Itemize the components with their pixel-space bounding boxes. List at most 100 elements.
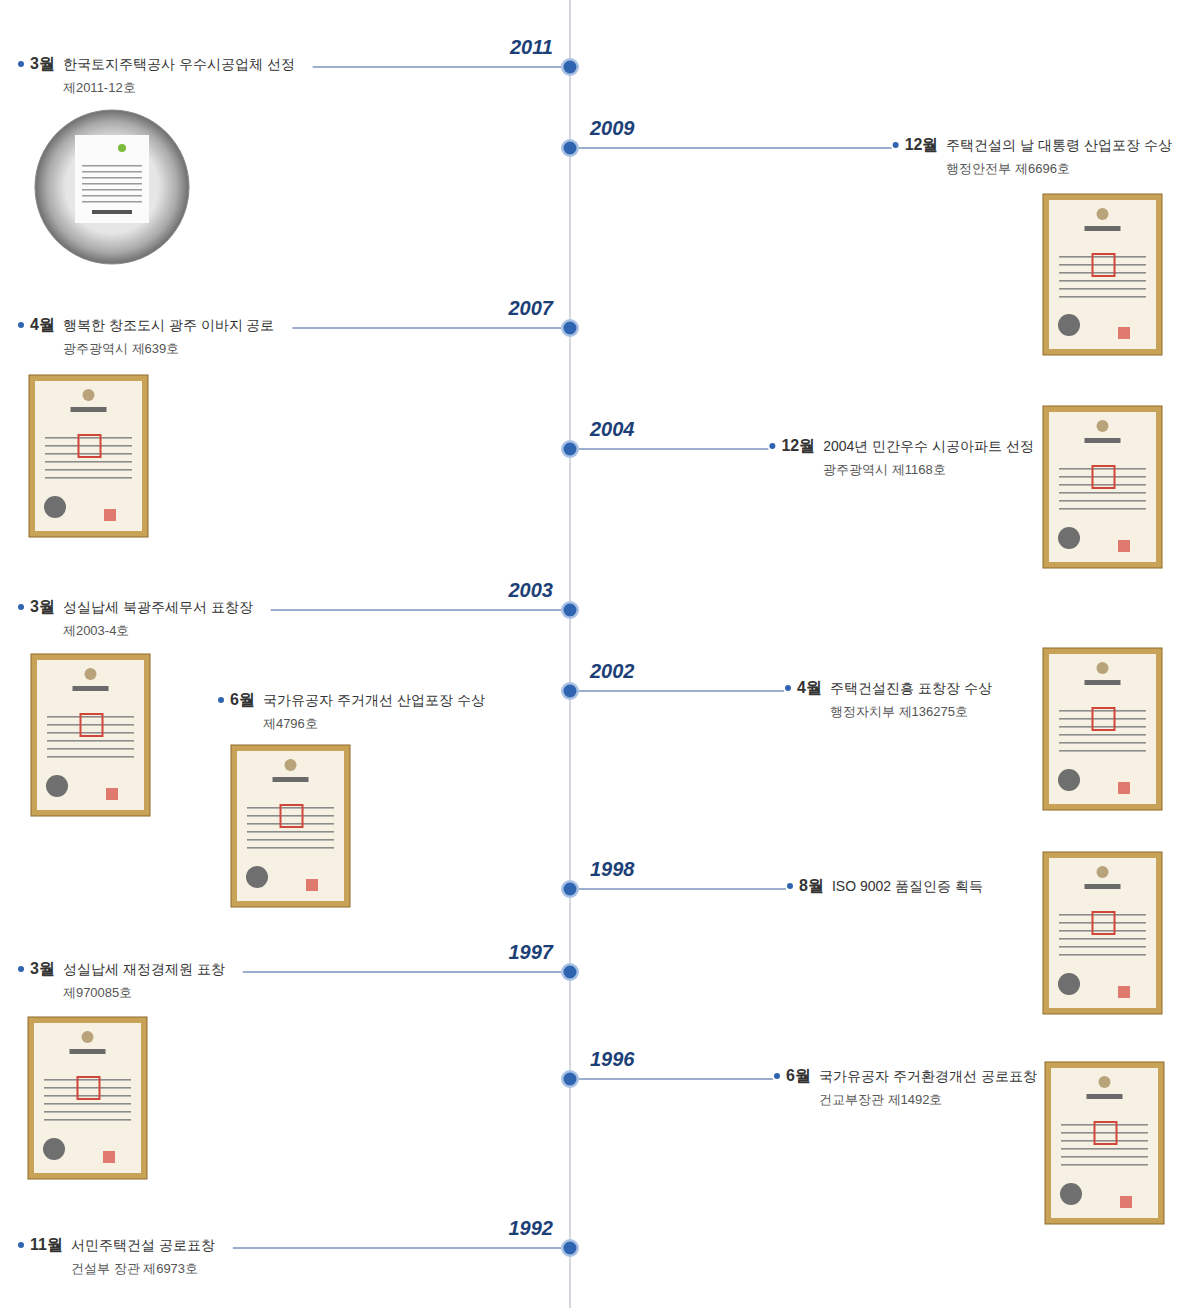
plaque-logo <box>118 144 126 152</box>
dot-core <box>564 443 577 456</box>
leader-line <box>243 972 562 973</box>
certificate-text-line <box>1059 272 1146 274</box>
certificate-emblem <box>85 668 97 680</box>
certificate-text-line <box>247 831 334 833</box>
certificate-text-line <box>247 823 334 825</box>
certificate-text-line <box>44 1111 131 1113</box>
certificate-text-line <box>1059 726 1146 728</box>
certificate-text-line <box>1059 500 1146 502</box>
certificate-text-line <box>47 724 134 726</box>
bullet-dot <box>18 61 24 67</box>
certificate-stamp <box>78 1077 100 1099</box>
certificate-image <box>231 745 350 907</box>
certificate-paper <box>34 1023 141 1173</box>
certificate-text-line <box>44 1079 131 1081</box>
award-number: 광주광역시 제639호 <box>63 341 179 357</box>
award-title: 국가유공자 주거환경개선 공로표창 <box>819 1068 1037 1085</box>
certificate-heading <box>1085 884 1121 889</box>
certificate-signature-stamp <box>1118 540 1130 552</box>
timeline-dot <box>561 682 579 700</box>
plaque-text-line <box>82 177 142 179</box>
award-title: 한국토지주택공사 우수시공업체 선정 <box>63 56 295 73</box>
certificate-text-line <box>44 1087 131 1089</box>
certificate-image <box>28 1017 147 1179</box>
certificate-emblem <box>83 389 95 401</box>
year-label: 1996 <box>590 1047 635 1071</box>
certificate-image <box>1043 852 1162 1014</box>
certificate-text-line <box>1059 710 1146 712</box>
plaque-text-line <box>82 189 142 191</box>
year-label: 2007 <box>509 296 554 320</box>
timeline-dot <box>561 139 579 157</box>
certificate-emblem <box>1097 208 1109 220</box>
award-number: 제2003-4호 <box>63 623 129 639</box>
month-label: 8월 <box>799 876 824 895</box>
timeline-dot <box>561 1070 579 1088</box>
dot-core <box>564 966 577 979</box>
certificate-text-line <box>1059 930 1146 932</box>
timeline-dot <box>561 880 579 898</box>
certificate-text-line <box>1059 734 1146 736</box>
certificate-paper <box>37 660 144 810</box>
certificate-stamp <box>1093 708 1115 730</box>
certificate-paper <box>1049 654 1156 804</box>
certificate-text-line <box>1061 1164 1148 1166</box>
certificate-frame <box>31 654 150 816</box>
plaque-text-line <box>82 165 142 167</box>
month-label: 12월 <box>781 436 815 455</box>
certificate-text-line <box>1061 1156 1148 1158</box>
dot-core <box>564 322 577 335</box>
certificate-text-line <box>44 1119 131 1121</box>
certificate-text-line <box>44 1095 131 1097</box>
certificate-text-line <box>47 740 134 742</box>
certificate-text-line <box>1061 1140 1148 1142</box>
award-number: 행정자치부 제136275호 <box>830 704 968 720</box>
year-label: 2004 <box>590 417 635 441</box>
certificate-heading <box>1085 680 1121 685</box>
certificate-frame <box>1045 1062 1164 1224</box>
month-label: 3월 <box>30 597 55 616</box>
certificate-text-line <box>1059 750 1146 752</box>
plaque-face <box>75 135 149 223</box>
certificate-seal <box>1058 973 1080 995</box>
award-title: 국가유공자 주거개선 산업포장 수상 <box>263 692 485 709</box>
certificate-seal <box>1058 527 1080 549</box>
dot-core <box>564 883 577 896</box>
certificate-seal <box>46 775 68 797</box>
dot-ring <box>561 880 579 898</box>
certificate-image <box>1043 648 1162 810</box>
certificate-text-line <box>45 469 132 471</box>
certificate-seal <box>43 1138 65 1160</box>
certificate-frame <box>28 1017 147 1179</box>
certificate-text-line <box>1061 1124 1148 1126</box>
dot-ring <box>561 601 579 619</box>
plaque-text-line <box>82 201 142 203</box>
certificate-paper <box>1049 858 1156 1008</box>
certificate-paper <box>1051 1068 1158 1218</box>
certificate-signature-stamp <box>1118 327 1130 339</box>
certificate-text-line <box>1061 1132 1148 1134</box>
certificate-stamp <box>1093 466 1115 488</box>
certificate-emblem <box>1097 420 1109 432</box>
month-label: 3월 <box>30 54 55 73</box>
certificate-heading <box>1085 226 1121 231</box>
certificate-text-line <box>45 477 132 479</box>
certificate-frame <box>1043 852 1162 1014</box>
certificate-emblem <box>82 1031 94 1043</box>
certificate-text-line <box>47 716 134 718</box>
certificate-emblem <box>285 759 297 771</box>
bullet-dot <box>787 883 793 889</box>
plaque-text-line <box>82 195 142 197</box>
bullet-dot <box>785 685 791 691</box>
certificate-frame <box>231 745 350 907</box>
certificate-text-line <box>1059 742 1146 744</box>
timeline-dot <box>561 963 579 981</box>
certificate-stamp <box>79 435 101 457</box>
plaque-signature <box>92 210 132 214</box>
award-number: 제4796호 <box>263 716 318 732</box>
certificate-text-line <box>247 847 334 849</box>
dot-ring <box>561 58 579 76</box>
certificate-text-line <box>1059 264 1146 266</box>
award-number: 제970085호 <box>63 985 132 1001</box>
